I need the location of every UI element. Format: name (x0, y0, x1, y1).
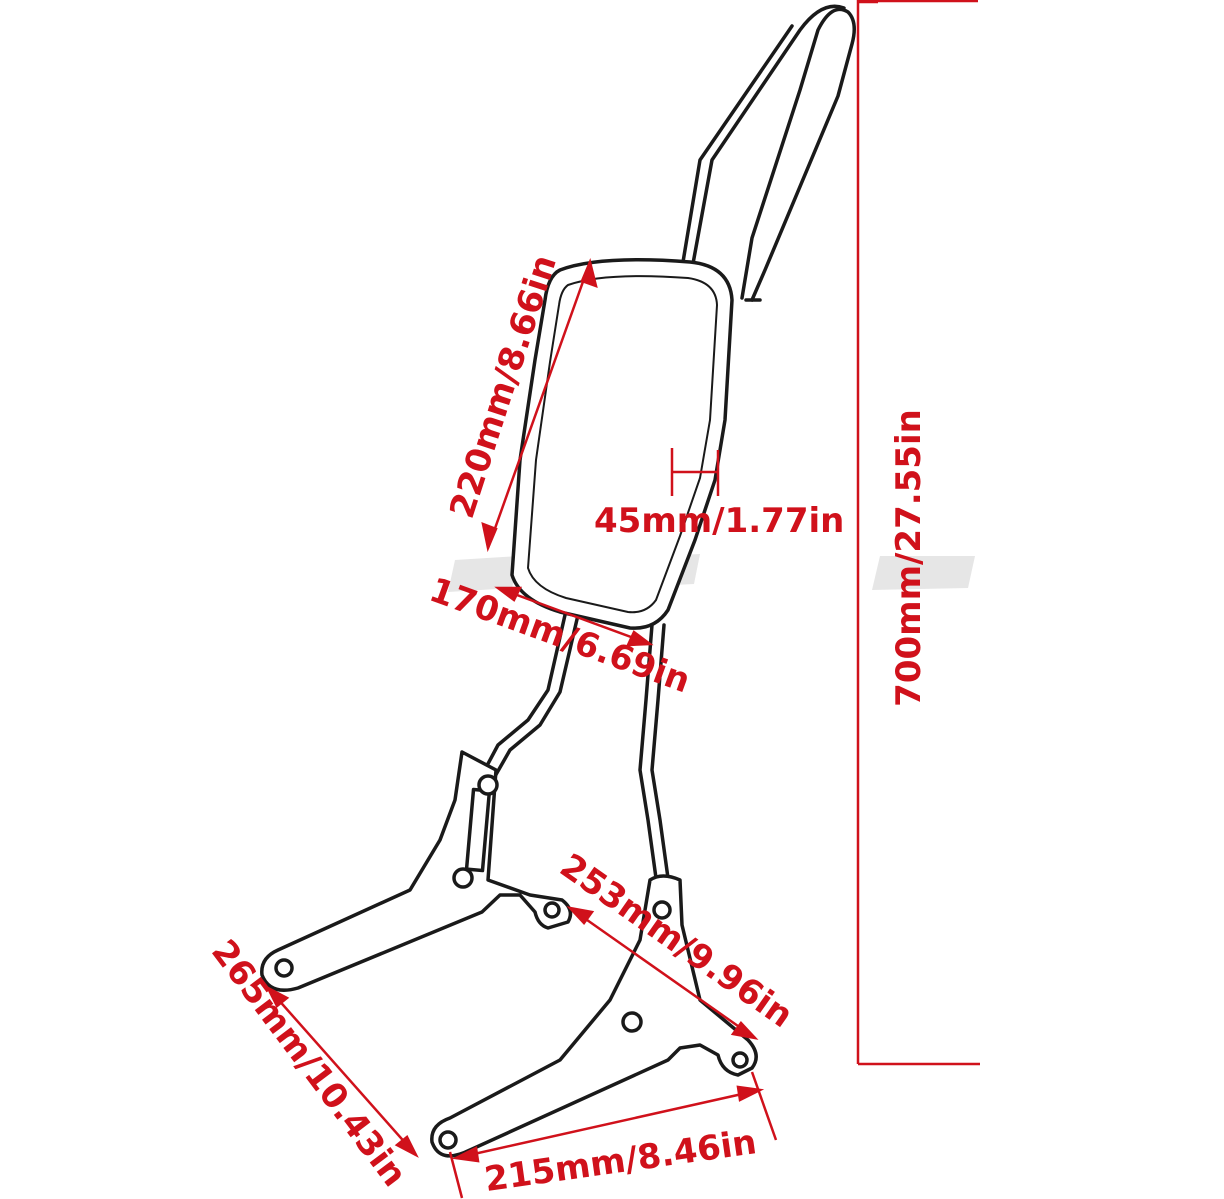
mount-width-label: 215mm/8.46in (482, 1122, 759, 1199)
bracket-length-arrow (566, 906, 759, 1040)
left-lower-rod (480, 613, 580, 780)
pad-thickness-label: 45mm/1.77in (594, 501, 844, 541)
dimension-lines (265, 0, 980, 1199)
pad-thickness-bracket (670, 448, 720, 496)
pad-height-arrow (481, 258, 598, 553)
mount-depth-arrow (265, 985, 419, 1158)
sissy-bar (260, 4, 856, 1158)
backrest-pad (510, 258, 734, 630)
upright-rod (678, 4, 856, 302)
right-mount-plate (430, 874, 758, 1158)
total-height-line (856, 0, 980, 1066)
pad-width-arrow (494, 586, 654, 647)
mount-width-arrow (448, 1071, 778, 1199)
total-height-label: 700mm/27.55in (889, 409, 929, 707)
left-mount-plate (260, 750, 573, 992)
right-lower-rod (638, 623, 670, 880)
